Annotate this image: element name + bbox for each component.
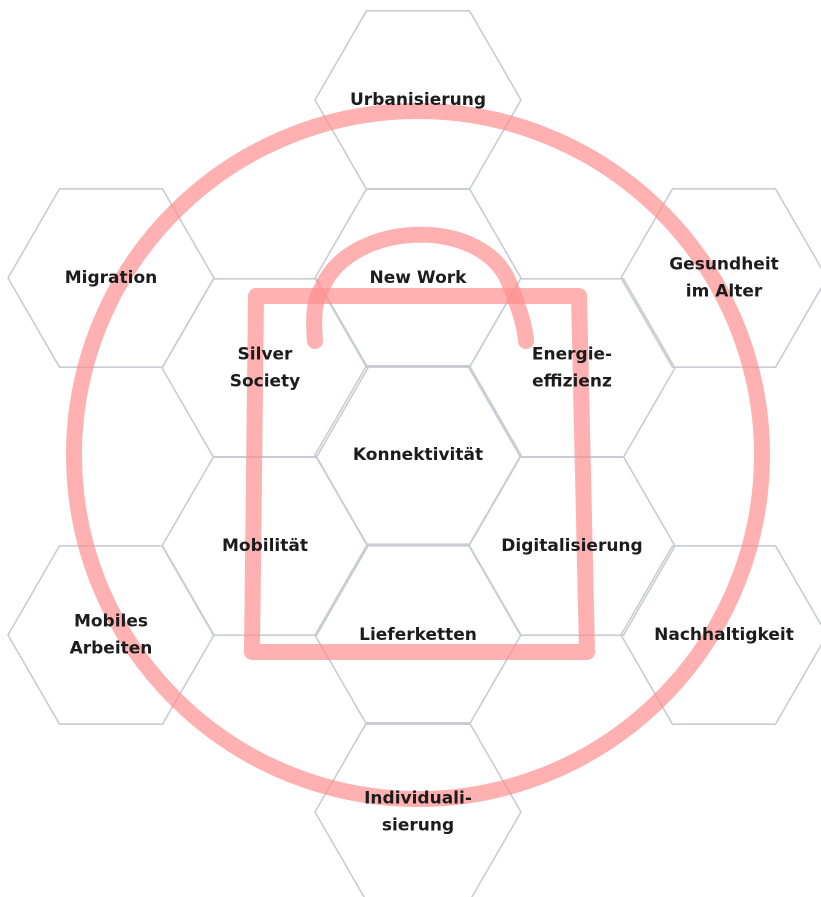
hexagon-label-energieeffizienz-line-1: Energie- bbox=[532, 345, 612, 365]
hexagon-grid bbox=[7, 10, 821, 897]
hexagon-label-new-work: New Work bbox=[370, 268, 468, 288]
hexagon-gesundheit-im-alter bbox=[620, 188, 821, 369]
hexagon-label-energieeffizienz-line-2: effizienz bbox=[532, 372, 612, 392]
hexagon-label-mobilitaet: Mobilität bbox=[222, 536, 308, 556]
hexagon-label-mobiles-arbeiten-line-2: Arbeiten bbox=[70, 639, 153, 659]
hexagon-label-silver-society-line-2: Society bbox=[230, 372, 301, 392]
hexagon-label-konnektivitaet: Konnektivität bbox=[353, 445, 483, 465]
hexagon-label-mobiles-arbeiten-line-1: Mobiles bbox=[74, 612, 148, 632]
hexagon-label-individualisierung-line-2: sierung bbox=[382, 816, 454, 836]
shopping-bag-handle bbox=[306, 226, 534, 349]
hexagon-label-nachhaltigkeit: Nachhaltigkeit bbox=[654, 625, 794, 645]
shopping-bag-body bbox=[244, 288, 595, 660]
hexagon-label-individualisierung-line-1: Individuali- bbox=[364, 789, 472, 809]
hexagon-silver-society bbox=[161, 277, 369, 459]
hexagon-label-urbanisierung: Urbanisierung bbox=[350, 90, 486, 110]
overlay-circle bbox=[66, 103, 770, 807]
hexagon-nachhaltigkeit bbox=[620, 544, 821, 726]
hexagon-label-migration: Migration bbox=[65, 268, 158, 288]
hexagon-label-lieferketten: Lieferketten bbox=[359, 625, 477, 645]
hexagon-label-gesundheit-im-alter-line-1: Gesundheit bbox=[669, 255, 779, 275]
hexagon-mobiles-arbeiten bbox=[7, 544, 215, 726]
overlay-layer bbox=[66, 103, 770, 807]
hexagon-label-silver-society-line-1: Silver bbox=[238, 345, 294, 365]
hexagon-label-gesundheit-im-alter-line-2: im Alter bbox=[686, 282, 763, 302]
hexagon-individualisierung bbox=[314, 721, 522, 897]
hexagon-label-digitalisierung: Digitalisierung bbox=[501, 536, 642, 556]
